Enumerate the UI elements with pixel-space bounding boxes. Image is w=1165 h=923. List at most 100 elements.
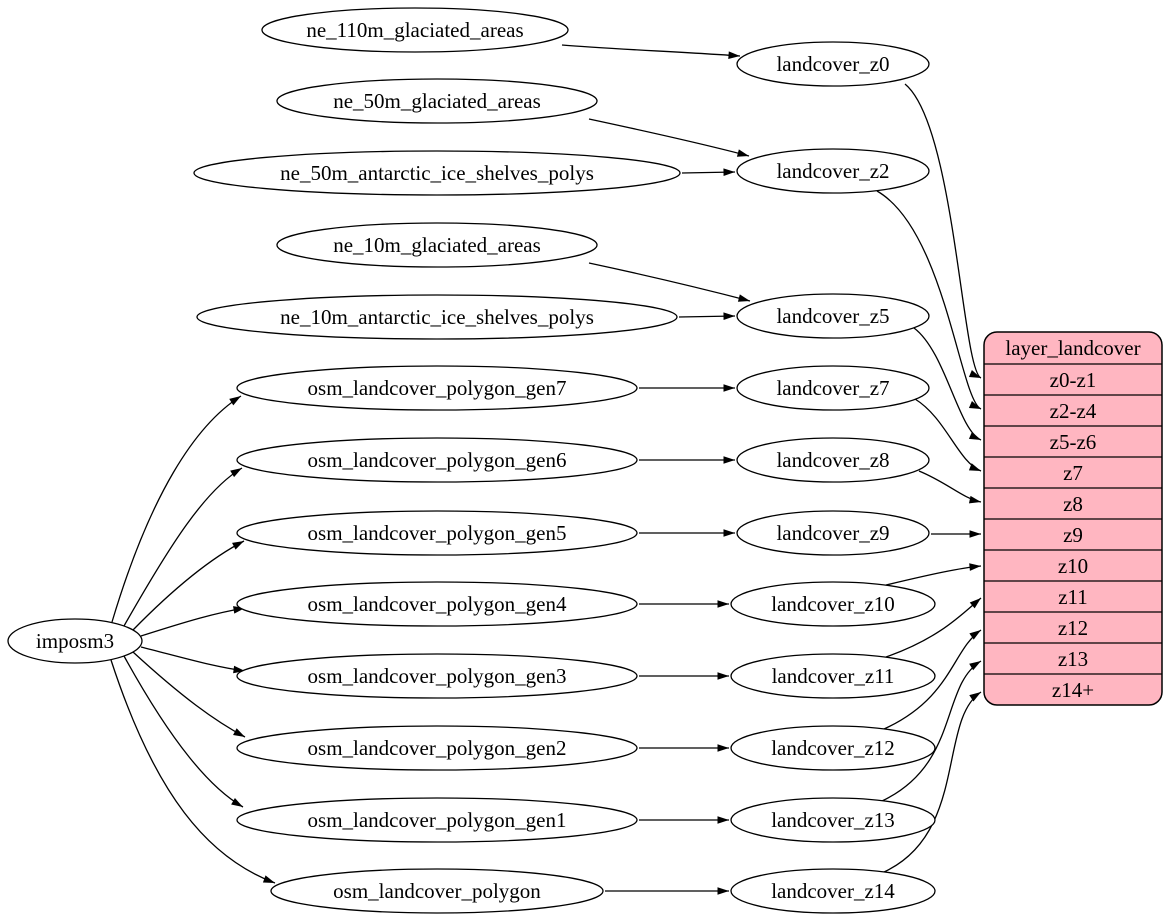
record-field-z13: z13	[1058, 647, 1088, 671]
node-ellipse	[730, 581, 936, 627]
node-label: imposm3	[36, 629, 114, 653]
node-label: landcover_z9	[776, 521, 889, 545]
node-label: landcover_z11	[772, 664, 895, 688]
node-label: osm_landcover_polygon_gen3	[308, 664, 567, 688]
edge-landcover_z13-to-row-z13	[881, 660, 982, 802]
node-ellipse	[261, 7, 569, 53]
node-landcover_z7: landcover_z7	[736, 365, 930, 411]
record-field-z11: z11	[1058, 585, 1088, 609]
node-label: osm_landcover_polygon_gen5	[308, 521, 567, 545]
edge-landcover_z10-to-row-z10	[885, 563, 982, 586]
record-field-z2-z4: z2-z4	[1050, 399, 1097, 423]
record-node-layer_landcover: layer_landcover z0-z1 z2-z4 z5-z6 z7 z8 …	[983, 331, 1163, 706]
node-ne_10m_antarctic_ice_shelves_polys: ne_10m_antarctic_ice_shelves_polys	[196, 294, 678, 340]
node-ne_10m_glaciated_areas: ne_10m_glaciated_areas	[276, 222, 598, 268]
record-field-z0-z1: z0-z1	[1050, 368, 1097, 392]
record-title: layer_landcover	[1005, 336, 1140, 360]
record-field-z5-z6: z5-z6	[1050, 430, 1097, 454]
node-label: landcover_z7	[776, 376, 889, 400]
node-imposm3: imposm3	[7, 618, 143, 664]
node-label: landcover_z13	[771, 808, 895, 832]
edge-landcover_z8-to-row-z8	[918, 470, 982, 504]
node-label: osm_landcover_polygon_gen7	[308, 376, 567, 400]
edge-imposm3-to-osm_landcover_polygon_gen4	[140, 606, 246, 637]
node-ellipse	[736, 437, 930, 483]
node-landcover_z11: landcover_z11	[730, 653, 936, 699]
node-ellipse	[236, 725, 638, 771]
node-label: ne_110m_glaciated_areas	[306, 18, 523, 42]
node-ellipse	[736, 293, 930, 339]
node-label: landcover_z12	[771, 736, 895, 760]
node-osm_landcover_polygon: osm_landcover_polygon	[270, 868, 604, 914]
node-ellipse	[236, 797, 638, 843]
node-landcover_z8: landcover_z8	[736, 437, 930, 483]
record-field-z8: z8	[1063, 492, 1083, 516]
node-label: landcover_z10	[771, 592, 895, 616]
node-landcover_z10: landcover_z10	[730, 581, 936, 627]
node-ellipse	[7, 618, 143, 664]
edge-ne_50m_glaciated_areas-to-landcover_z2	[588, 118, 750, 157]
node-ellipse	[236, 653, 638, 699]
edge-ne_10m_glaciated_areas-to-landcover_z5	[588, 262, 751, 302]
node-osm_landcover_polygon_gen3: osm_landcover_polygon_gen3	[236, 653, 638, 699]
node-osm_landcover_polygon_gen1: osm_landcover_polygon_gen1	[236, 797, 638, 843]
record-field-z9: z9	[1063, 523, 1083, 547]
node-label: osm_landcover_polygon	[333, 879, 541, 903]
node-landcover_z0: landcover_z0	[736, 41, 930, 87]
record-field-z7: z7	[1063, 461, 1083, 485]
node-ellipse	[236, 581, 638, 627]
edge-imposm3-to-osm_landcover_polygon_gen7	[111, 395, 242, 623]
node-label: osm_landcover_polygon_gen2	[308, 736, 567, 760]
edge-imposm3-to-osm_landcover_polygon_gen1	[123, 655, 244, 808]
node-label: osm_landcover_polygon_gen6	[308, 448, 567, 472]
node-ne_110m_glaciated_areas: ne_110m_glaciated_areas	[261, 7, 569, 53]
node-label: ne_50m_antarctic_ice_shelves_polys	[280, 161, 594, 185]
node-ellipse	[270, 868, 604, 914]
edge-ne_10m_antarctic_ice_shelves_polys-to-landcover_z5	[678, 312, 736, 321]
node-osm_landcover_polygon_gen7: osm_landcover_polygon_gen7	[236, 365, 638, 411]
edge-landcover_z0-to-row-z0-z1	[904, 83, 982, 379]
node-label: landcover_z0	[776, 52, 889, 76]
node-ellipse	[276, 222, 598, 268]
record-field-z14plus: z14+	[1052, 678, 1094, 702]
node-osm_landcover_polygon_gen4: osm_landcover_polygon_gen4	[236, 581, 638, 627]
node-landcover_z13: landcover_z13	[730, 797, 936, 843]
node-label: ne_50m_glaciated_areas	[333, 89, 541, 113]
node-ellipse	[193, 150, 681, 196]
node-ellipse	[730, 868, 936, 914]
node-landcover_z5: landcover_z5	[736, 293, 930, 339]
edge-imposm3-to-osm_landcover_polygon	[110, 659, 276, 884]
node-osm_landcover_polygon_gen2: osm_landcover_polygon_gen2	[236, 725, 638, 771]
node-ellipse	[730, 653, 936, 699]
record-field-z12: z12	[1058, 616, 1088, 640]
edge-imposm3-to-osm_landcover_polygon_gen5	[132, 540, 245, 631]
node-label: landcover_z14	[771, 879, 895, 903]
edge-imposm3-to-osm_landcover_polygon_gen2	[132, 651, 246, 738]
node-landcover_z14: landcover_z14	[730, 868, 936, 914]
edge-landcover_z2-to-row-z2-z4	[876, 190, 982, 410]
node-label: landcover_z8	[776, 448, 889, 472]
node-label: landcover_z5	[776, 304, 889, 328]
node-ellipse	[236, 510, 638, 556]
edge-landcover_z14-to-row-z14plus	[883, 691, 982, 873]
edge-ne_110m_glaciated_areas-to-landcover_z0	[561, 44, 741, 59]
record-field-z10: z10	[1058, 554, 1088, 578]
edge-landcover_z11-to-row-z11	[885, 597, 982, 658]
node-ellipse	[236, 365, 638, 411]
node-ellipse	[736, 510, 930, 556]
edge-landcover_z12-to-row-z12	[883, 629, 982, 730]
edge-imposm3-to-osm_landcover_polygon_gen3	[140, 646, 246, 674]
edge-landcover_z5-to-row-z5-z6	[913, 327, 982, 441]
node-osm_landcover_polygon_gen5: osm_landcover_polygon_gen5	[236, 510, 638, 556]
edge-imposm3-to-osm_landcover_polygon_gen6	[123, 467, 243, 627]
node-label: osm_landcover_polygon_gen4	[308, 592, 567, 616]
node-ellipse	[730, 797, 936, 843]
node-landcover_z9: landcover_z9	[736, 510, 930, 556]
node-ellipse	[276, 78, 598, 124]
edge-landcover_z7-to-row-z7	[914, 398, 982, 472]
node-ne_50m_antarctic_ice_shelves_polys: ne_50m_antarctic_ice_shelves_polys	[193, 150, 681, 196]
edge-ne_50m_antarctic_ice_shelves_polys-to-landcover_z2	[681, 168, 736, 177]
node-ne_50m_glaciated_areas: ne_50m_glaciated_areas	[276, 78, 598, 124]
node-label: ne_10m_antarctic_ice_shelves_polys	[280, 305, 594, 329]
